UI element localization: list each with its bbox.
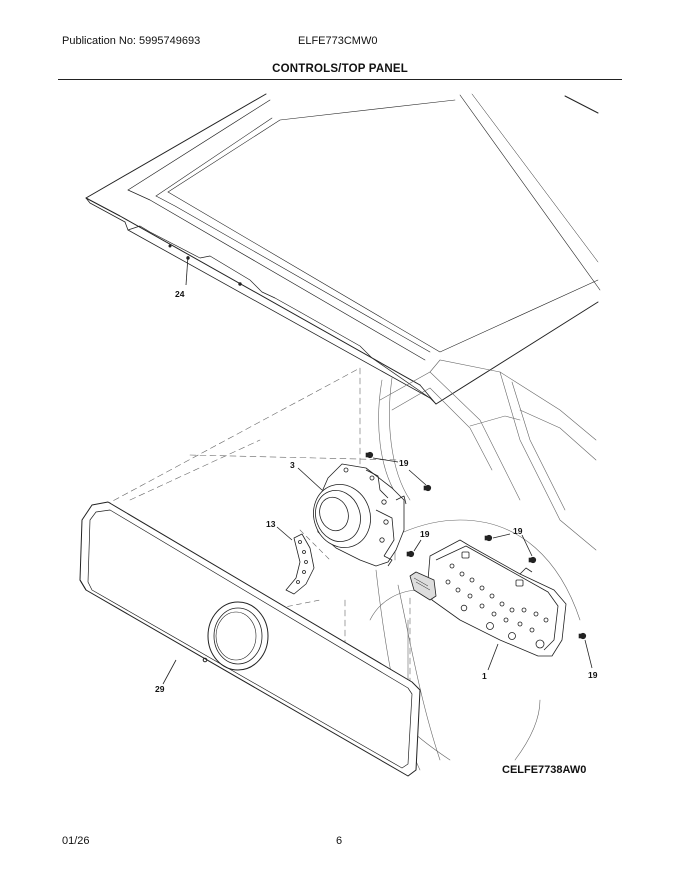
callout-1: 1 xyxy=(482,671,487,681)
knob-housing xyxy=(313,463,407,567)
control-board xyxy=(409,539,567,657)
callout-3: 3 xyxy=(290,460,295,470)
screw-icon xyxy=(406,550,415,558)
screw-icon xyxy=(484,534,493,542)
console-panel xyxy=(79,501,421,777)
encoder-strip xyxy=(285,533,315,595)
screw-icon xyxy=(365,451,374,459)
screw-icon xyxy=(578,632,587,640)
screw-icon xyxy=(423,484,432,492)
callout-13: 13 xyxy=(266,519,276,529)
leader-lines xyxy=(162,255,593,685)
header-rule xyxy=(58,79,622,80)
section-title: CONTROLS/TOP PANEL xyxy=(272,63,408,75)
top-panel xyxy=(85,93,601,405)
callout-29: 29 xyxy=(155,684,165,694)
page-number: 6 xyxy=(336,835,343,847)
publication-number: Publication No: 5995749693 xyxy=(62,35,201,47)
screw-icon xyxy=(528,556,537,564)
callout-19-b: 19 xyxy=(420,529,430,539)
diagram-code: CELFE7738AW0 xyxy=(502,764,586,776)
callout-19-d: 19 xyxy=(588,670,598,680)
screws xyxy=(365,451,587,640)
footer-date: 01/26 xyxy=(62,835,90,847)
callout-24: 24 xyxy=(175,289,185,299)
callout-19-a: 19 xyxy=(399,458,409,468)
model-number: ELFE773CMW0 xyxy=(298,35,378,47)
callout-19-c: 19 xyxy=(513,526,523,536)
